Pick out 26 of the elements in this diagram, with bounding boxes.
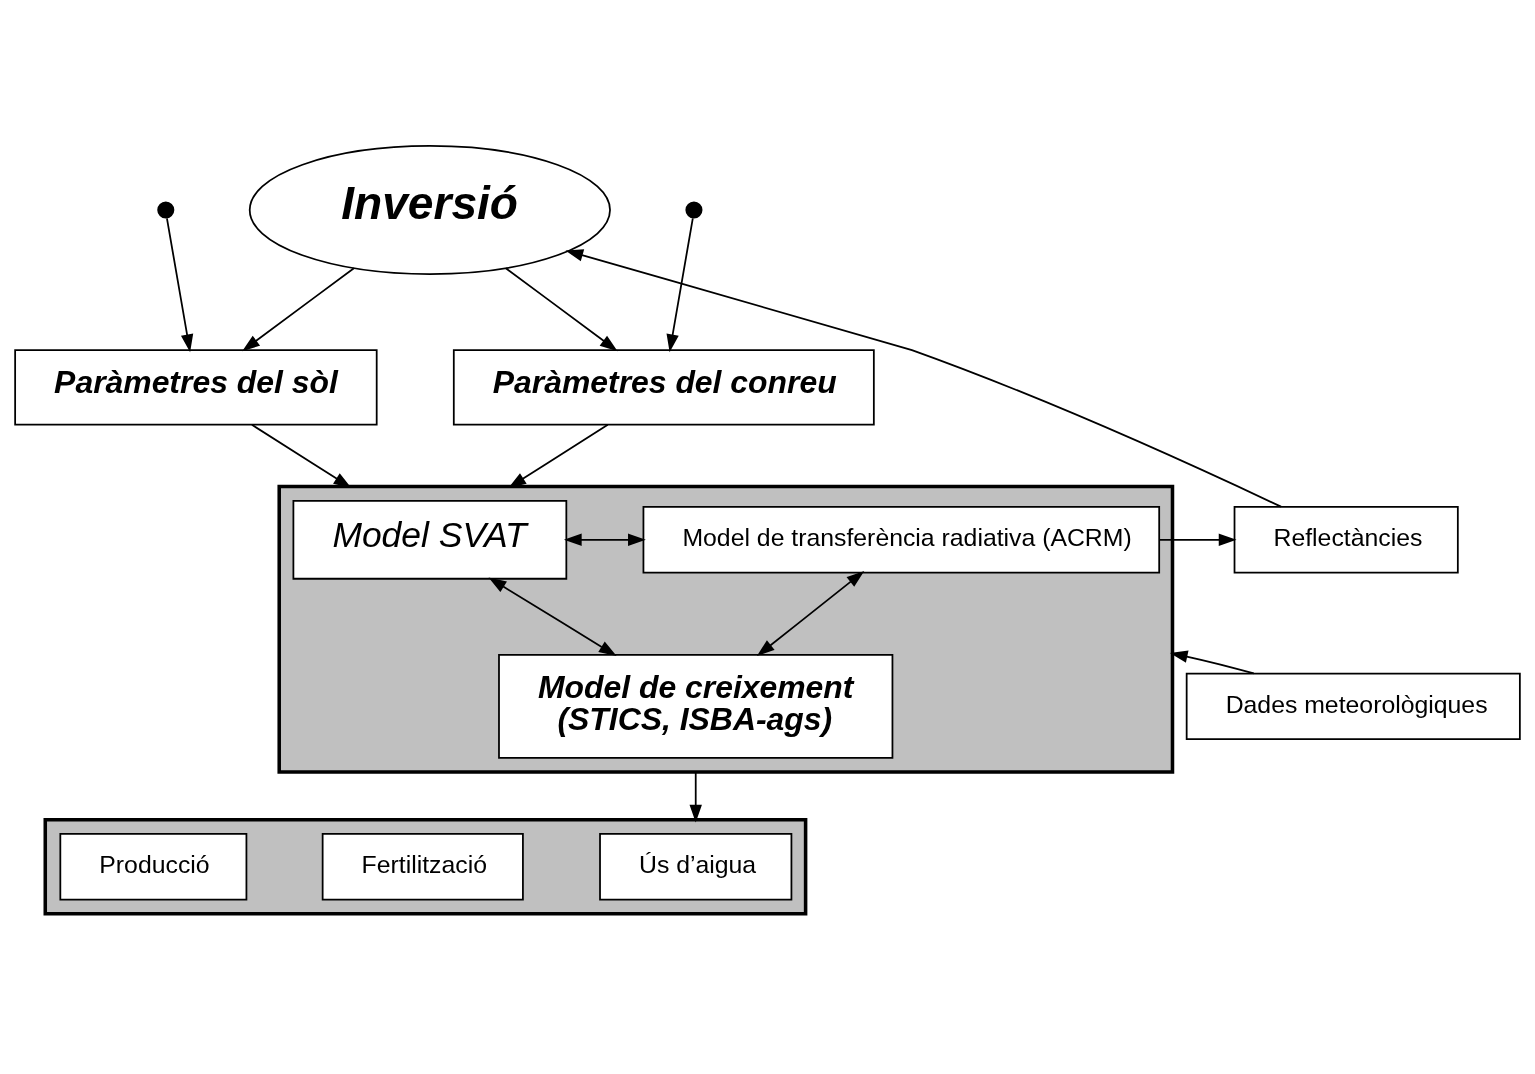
arrow [242, 267, 355, 352]
arrow [488, 577, 617, 657]
node-box: Dades meteorològiques [1185, 672, 1521, 741]
cluster [277, 484, 1175, 774]
arrow [563, 533, 646, 546]
arrow [504, 267, 618, 352]
cluster [43, 818, 808, 916]
node-box: Paràmetres del sòl [14, 349, 378, 426]
arrow [1169, 650, 1255, 675]
node-box: Model SVAT [292, 499, 568, 580]
node-box: Producció [59, 833, 248, 901]
node-box: Paràmetres del conreu [452, 349, 875, 426]
node-box: Model de transferència radiativa (ACRM) [642, 506, 1161, 574]
arrow [689, 771, 702, 823]
arrow [756, 570, 865, 657]
arrow [166, 217, 194, 353]
arrow [565, 249, 1282, 508]
node-circle [685, 201, 703, 219]
node-circle [157, 201, 175, 219]
arrow [1158, 533, 1237, 546]
node-box: Reflectàncies [1233, 506, 1459, 574]
node-box: Ús d’aigua [599, 833, 793, 901]
arrow [666, 217, 694, 353]
node-box: Model de creixement (STICS, ISBA-ags) [498, 654, 894, 759]
node-box: Fertilització [321, 833, 524, 901]
node-ellipse: Inversió [248, 145, 611, 275]
